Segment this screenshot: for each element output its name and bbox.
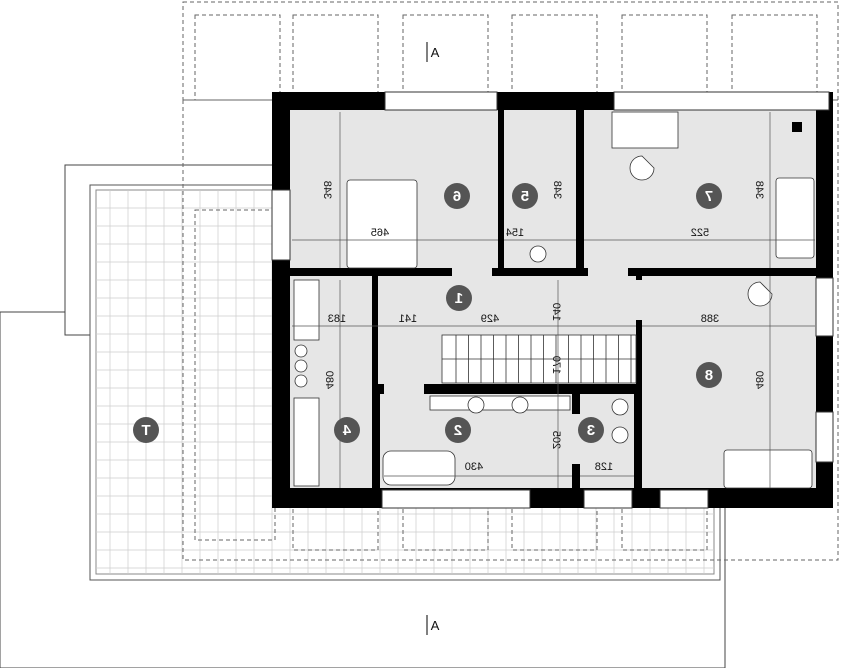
dimension-label: 140: [550, 303, 562, 321]
dimension-label: 522: [691, 227, 709, 239]
dimension-label: 465: [371, 227, 389, 239]
dimension-lines: [292, 112, 815, 488]
room-badge-6: 6: [444, 183, 470, 209]
room-badge-4: 4: [334, 417, 360, 443]
section-marker-top: A: [426, 42, 439, 62]
dimension-label: 348: [321, 181, 333, 199]
room-number: 3: [587, 422, 595, 439]
room-number: 8: [705, 367, 713, 384]
dimension-label: 205: [550, 431, 562, 449]
staircase: [441, 334, 637, 384]
room-number: 1: [455, 290, 463, 307]
dimension-label: 430: [465, 461, 483, 473]
dimension-label: 154: [506, 227, 524, 239]
dimension-label: 348: [753, 181, 765, 199]
room-badge-circle: [578, 417, 604, 443]
room-number: 5: [521, 188, 529, 205]
room-number: 2: [454, 422, 462, 439]
room-number: 6: [453, 188, 461, 205]
room-badge-7: 7: [696, 183, 722, 209]
room-badge-T: T: [133, 417, 159, 443]
dimension-label: 429: [481, 313, 499, 325]
room-badge-8: 8: [696, 362, 722, 388]
svg-text:A: A: [430, 618, 439, 633]
dimension-label: 480: [753, 371, 765, 389]
room-badge-1: 1: [446, 285, 472, 311]
upper-dashed-grid: [182, 1, 839, 101]
dimension-label: 141: [399, 313, 417, 325]
room-number: T: [141, 422, 150, 439]
room-badge-circle: [446, 285, 472, 311]
section-marker-bottom: A: [426, 615, 439, 635]
room-number: 4: [342, 422, 351, 439]
room-badge-circle: [696, 183, 722, 209]
dimension-label: 480: [323, 371, 335, 389]
room-badge-circle: [696, 362, 722, 388]
room-badge-circle: [512, 183, 538, 209]
dimension-label: 348: [551, 181, 563, 199]
dimension-label: 388: [701, 313, 719, 325]
dimension-label: 183: [328, 313, 346, 325]
room-number: 7: [705, 188, 713, 205]
room-badge-circle: [445, 417, 471, 443]
furniture: [293, 111, 815, 489]
room-badge-circle: [133, 417, 159, 443]
room-badge-3: 3: [578, 417, 604, 443]
room-badge-2: 2: [445, 417, 471, 443]
svg-text:A: A: [430, 45, 439, 60]
room-badge-circle: [444, 183, 470, 209]
dimension-label: 128: [595, 461, 613, 473]
dimension-label: 170: [550, 356, 562, 374]
room-badge-5: 5: [512, 183, 538, 209]
room-badge-circle: [334, 417, 360, 443]
